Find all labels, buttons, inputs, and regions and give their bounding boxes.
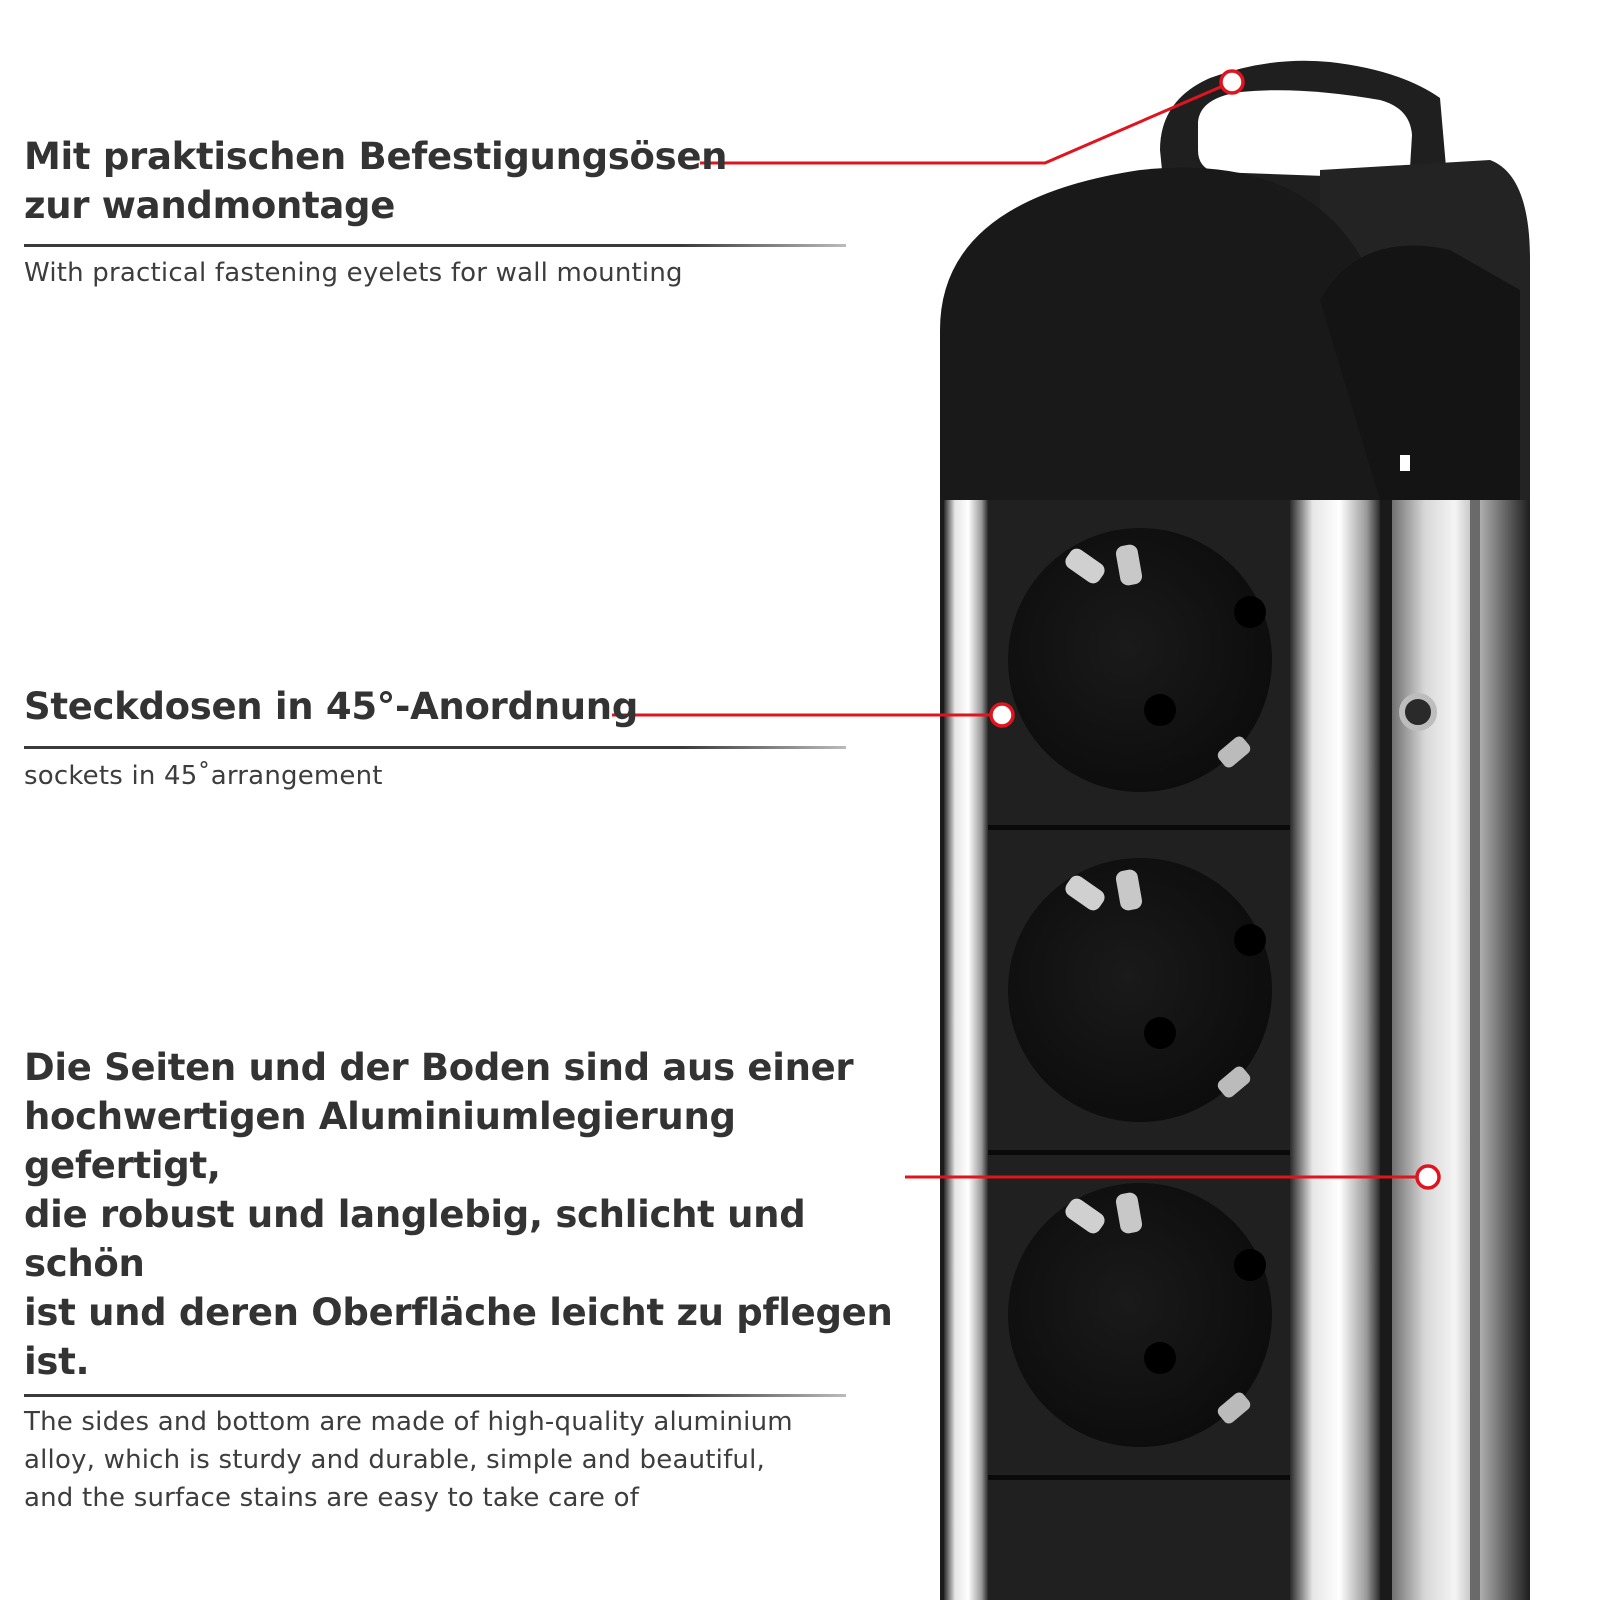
- callout-dots: [989, 69, 1441, 1190]
- heading-line: hochwertigen Aluminiumlegierung gefertig…: [24, 1095, 736, 1187]
- divider: [24, 244, 846, 247]
- end-cap: [940, 167, 1380, 500]
- feature-heading: Mit praktischen Befestigungsösen zur wan…: [24, 132, 924, 230]
- feature-subtitle: sockets in 45˚arrangement: [24, 757, 924, 795]
- heading-line: die robust und langlebig, schlicht und s…: [24, 1193, 806, 1285]
- callout-lines: [612, 80, 1424, 1179]
- feature-heading: Die Seiten und der Boden sind aus einer …: [24, 1043, 924, 1386]
- feature-socket-arrangement: Steckdosen in 45°-Anordnung sockets in 4…: [24, 682, 924, 795]
- socket-2: [1008, 858, 1272, 1122]
- feature-wall-mounting: Mit praktischen Befestigungsösen zur wan…: [24, 132, 924, 292]
- side-screw: [1399, 693, 1437, 731]
- heading-line: zur wandmontage: [24, 184, 396, 227]
- socket-3: [1008, 1183, 1272, 1447]
- divider: [24, 746, 846, 749]
- heading-line: Steckdosen in 45°-Anordnung: [24, 685, 638, 728]
- heading-line: ist und deren Oberfläche leicht zu pfleg…: [24, 1291, 893, 1383]
- subtitle-line: and the surface stains are easy to take …: [24, 1483, 640, 1513]
- subtitle-line: sockets in 45˚arrangement: [24, 761, 383, 791]
- feature-heading: Steckdosen in 45°-Anordnung: [24, 682, 924, 731]
- subtitle-line: The sides and bottom are made of high-qu…: [24, 1407, 793, 1437]
- heading-line: Die Seiten und der Boden sind aus einer: [24, 1046, 854, 1089]
- socket-1: [1008, 528, 1272, 792]
- divider: [24, 1394, 846, 1397]
- subtitle-line: With practical fastening eyelets for wal…: [24, 258, 683, 288]
- subtitle-line: alloy, which is sturdy and durable, simp…: [24, 1445, 765, 1475]
- feature-aluminium-body: Die Seiten und der Boden sind aus einer …: [24, 1043, 924, 1517]
- heading-line: Mit praktischen Befestigungsösen: [24, 135, 728, 178]
- feature-subtitle: With practical fastening eyelets for wal…: [24, 254, 924, 292]
- feature-subtitle: The sides and bottom are made of high-qu…: [24, 1403, 904, 1517]
